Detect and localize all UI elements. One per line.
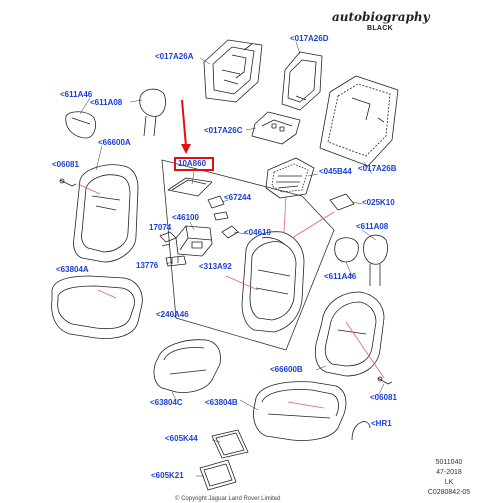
- part-06081-left[interactable]: [59, 178, 77, 187]
- part-10A860[interactable]: [167, 177, 213, 197]
- callout-025K10[interactable]: <025K10: [362, 198, 395, 207]
- part-63804C[interactable]: [153, 339, 221, 393]
- part-63804A[interactable]: [51, 275, 143, 339]
- callout-06081-right[interactable]: <06081: [370, 393, 397, 402]
- callout-HR1[interactable]: <HR1: [371, 419, 392, 428]
- part-13776[interactable]: [165, 255, 187, 267]
- part-17074[interactable]: [159, 231, 177, 247]
- copyright-notice: © Copyright Jaguar Land Rover Limited: [175, 496, 281, 502]
- callout-06081-left[interactable]: <06081: [52, 160, 79, 169]
- part-63804B[interactable]: [253, 381, 347, 441]
- callout-611A08-top[interactable]: <611A08: [90, 98, 123, 107]
- callout-10A860[interactable]: 10A860: [178, 159, 207, 168]
- part-045B44[interactable]: [265, 157, 315, 199]
- callout-611A46-right[interactable]: <611A46: [324, 272, 357, 281]
- callout-605K21[interactable]: <605K21: [151, 471, 184, 480]
- callout-67244[interactable]: <67244: [224, 193, 251, 202]
- callout-045B44[interactable]: <045B44: [319, 167, 352, 176]
- part-HR1[interactable]: [351, 421, 371, 441]
- brand-title: autobiography: [332, 10, 430, 24]
- part-017A26B[interactable]: [319, 75, 399, 167]
- part-611A08-right[interactable]: [363, 234, 388, 286]
- callout-017A26D[interactable]: <017A26D: [290, 34, 329, 43]
- part-611A08-top[interactable]: [139, 88, 166, 137]
- part-66600B[interactable]: [314, 291, 385, 377]
- part-017A26D[interactable]: [281, 51, 323, 111]
- part-611A46-right[interactable]: [334, 237, 359, 263]
- ref-code: LK: [444, 479, 454, 486]
- part-605K21[interactable]: [199, 459, 237, 491]
- part-313A92[interactable]: [241, 231, 305, 333]
- part-67244[interactable]: [207, 195, 229, 221]
- callout-017A26C[interactable]: <017A26C: [204, 126, 243, 135]
- callout-66600A[interactable]: <66600A: [98, 138, 131, 147]
- callout-611A08-right[interactable]: <611A08: [356, 222, 389, 231]
- highlight-box: [174, 157, 214, 171]
- ref-number: 5011040: [435, 459, 463, 466]
- callout-66600B[interactable]: <66600B: [270, 365, 303, 374]
- part-605K44[interactable]: [211, 429, 249, 459]
- callout-605K44[interactable]: <605K44: [165, 434, 198, 443]
- callout-63804B[interactable]: <63804B: [205, 398, 238, 407]
- callout-17074[interactable]: 17074: [149, 223, 172, 232]
- ref-illustration-id: C0280842-05: [427, 489, 471, 496]
- part-611A46-top[interactable]: [65, 111, 96, 139]
- part-017A26A[interactable]: [203, 39, 263, 103]
- callout-04619[interactable]: <04619: [244, 228, 271, 237]
- highlight-arrow: [181, 99, 191, 154]
- part-017A26C[interactable]: [251, 111, 301, 145]
- callout-13776[interactable]: 13776: [136, 261, 159, 270]
- callout-017A26B[interactable]: <017A26B: [358, 164, 397, 173]
- ref-date: 47-2018: [436, 469, 462, 476]
- callout-611A46-top[interactable]: <611A46: [60, 90, 93, 99]
- callout-313A92[interactable]: <313A92: [199, 262, 232, 271]
- part-06081-right[interactable]: [377, 376, 393, 385]
- callout-63804C[interactable]: <63804C: [150, 398, 183, 407]
- callout-240A46[interactable]: <240A46: [156, 310, 189, 319]
- part-025K10[interactable]: [329, 193, 355, 211]
- brand-subtitle: BLACK: [367, 25, 393, 32]
- part-04619[interactable]: [221, 225, 239, 239]
- callout-63804A[interactable]: <63804A: [56, 265, 89, 274]
- part-46100[interactable]: [175, 225, 213, 257]
- part-66600A[interactable]: [73, 164, 139, 263]
- callout-46100[interactable]: <46100: [172, 213, 199, 222]
- callout-017A26A[interactable]: <017A26A: [155, 52, 194, 61]
